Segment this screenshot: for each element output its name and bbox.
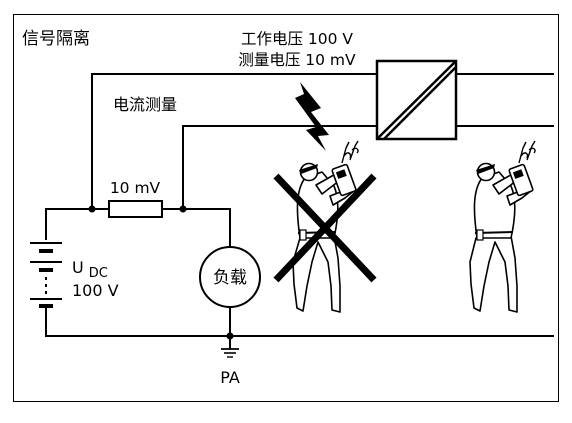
wiring [45,73,554,340]
load-label: 负载 [213,268,247,288]
shunt-label: 10 mV [110,179,161,197]
cross-icon [273,173,377,283]
wire-bottom-bus [45,306,554,337]
lightning-bolt-icon [295,82,329,151]
wire-isolator-in-top [91,73,377,209]
wire-shunt-to-load [162,208,231,247]
source-voltage-label: 100 V [72,281,119,300]
load-circle [199,246,261,308]
junction-dot [179,205,187,213]
dc-source-symbol [30,242,62,308]
ground-icon [221,336,239,358]
wire-source-to-shunt [45,208,109,240]
title: 信号隔离 [22,29,90,49]
technician-icon [469,140,536,313]
ground-label: PA [220,368,240,387]
measure-voltage-label: 测量电压 10 mV [238,51,356,69]
isolator-box [375,59,458,141]
shunt-resistor [108,200,163,218]
wire-isolator-in-bottom [182,125,377,209]
current-measurement-label: 电流测量 [113,95,177,114]
work-voltage-label: 工作电压 100 V [241,30,353,48]
junction-dot [88,205,96,213]
frame-border [13,14,559,402]
